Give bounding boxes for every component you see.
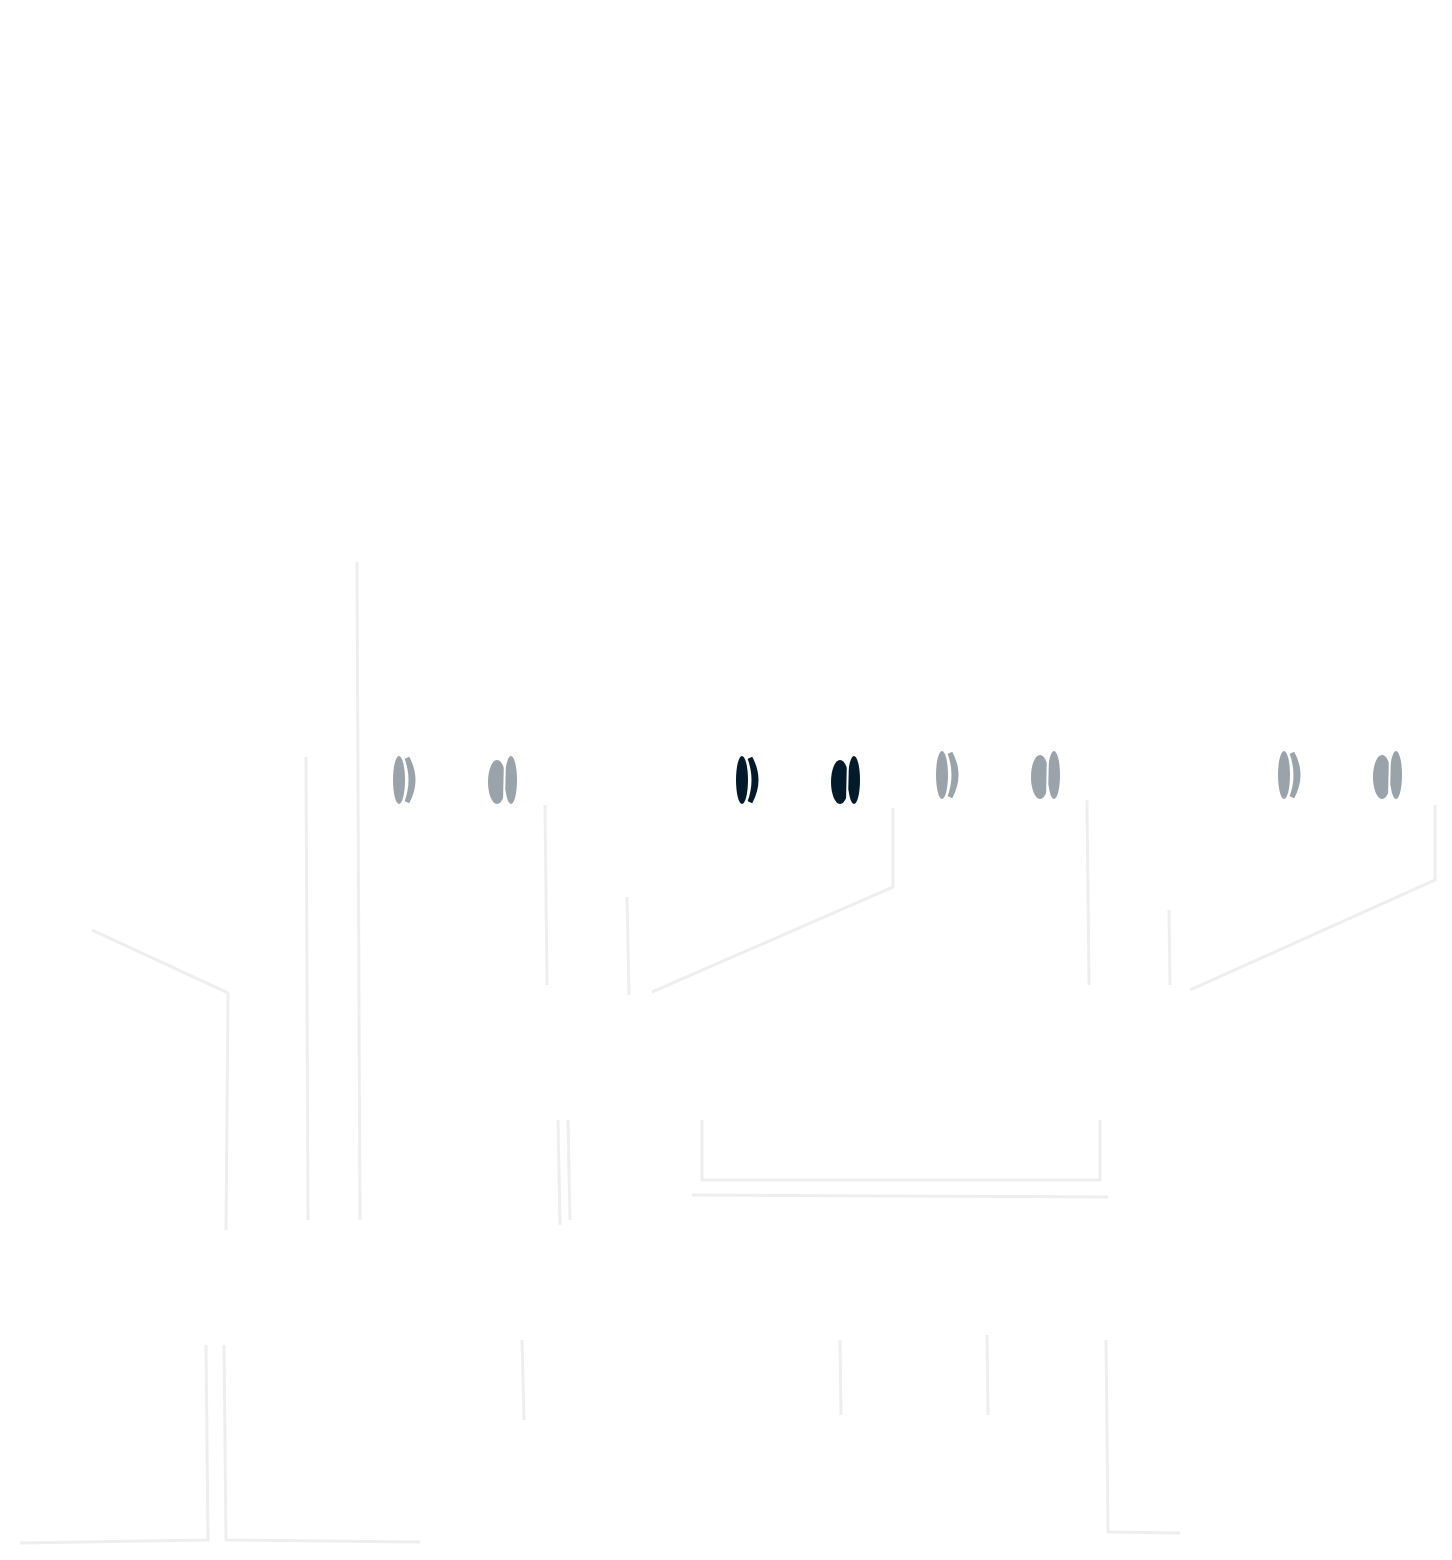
coffee-bean-icon xyxy=(1278,751,1402,799)
divider-line xyxy=(91,928,230,1231)
frame-line xyxy=(1104,1339,1181,1535)
divider-line xyxy=(543,804,549,986)
coffee-bean-icon xyxy=(936,751,1060,799)
frame-line xyxy=(222,1344,421,1544)
divider-line xyxy=(556,1119,572,1226)
carousel-dot-3[interactable] xyxy=(928,745,1068,805)
coffee-bean-icon xyxy=(393,756,517,804)
frame-line xyxy=(700,1120,1102,1182)
divider-line xyxy=(625,896,631,996)
coffee-bean-icon xyxy=(736,756,860,804)
divider-line xyxy=(651,808,895,994)
divider-line xyxy=(355,561,362,1221)
divider-line xyxy=(838,1334,990,1416)
frame-line xyxy=(691,1193,1109,1199)
divider-line xyxy=(304,756,310,1221)
frame-line xyxy=(19,1344,210,1545)
divider-line xyxy=(520,1339,526,1421)
divider-line xyxy=(1167,909,1172,986)
divider-line xyxy=(1085,799,1091,986)
divider-line xyxy=(1189,805,1437,992)
carousel-dot-1[interactable] xyxy=(385,750,525,810)
carousel-dot-2[interactable] xyxy=(728,750,868,810)
carousel-dot-4[interactable] xyxy=(1270,745,1410,805)
